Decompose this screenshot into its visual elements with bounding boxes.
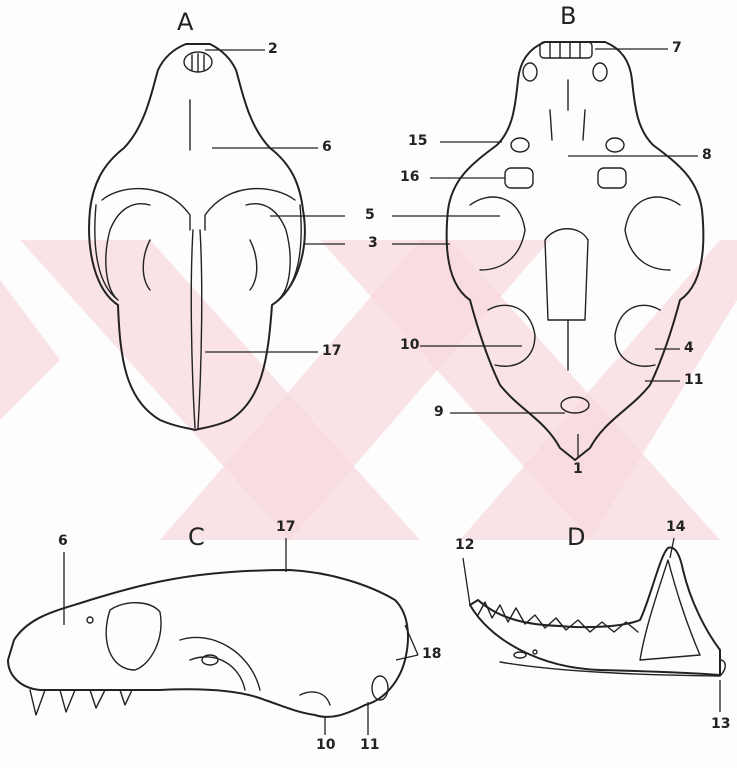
callout-b-7: 7 (672, 41, 682, 55)
panel-label-c: C (188, 525, 205, 549)
callout-c-18: 18 (422, 647, 441, 661)
callout-a-17: 17 (322, 344, 341, 358)
callout-d-14: 14 (666, 520, 685, 534)
callout-b-1: 1 (573, 462, 583, 476)
callout-c-6: 6 (58, 534, 68, 548)
callout-a-2: 2 (268, 42, 278, 56)
callout-d-12: 12 (455, 538, 474, 552)
callout-d-13: 13 (711, 717, 730, 731)
callout-b-4: 4 (684, 341, 694, 355)
callout-c-11: 11 (360, 738, 379, 752)
callout-b-11: 11 (684, 373, 703, 387)
callout-c-17: 17 (276, 520, 295, 534)
callout-b-9: 9 (434, 405, 444, 419)
mandible-view (470, 547, 725, 676)
callout-b-15: 15 (408, 134, 427, 148)
watermark (0, 240, 737, 540)
skull-lateral-view (8, 570, 408, 717)
callout-a-5: 5 (365, 208, 375, 222)
callout-b-10: 10 (400, 338, 419, 352)
callout-b-8: 8 (702, 148, 712, 162)
callout-a-3: 3 (368, 236, 378, 250)
callout-a-6: 6 (322, 140, 332, 154)
callout-b-16: 16 (400, 170, 419, 184)
panel-label-d: D (567, 525, 585, 549)
panel-label-b: B (560, 4, 576, 28)
panel-label-a: A (177, 10, 193, 34)
callout-c-10: 10 (316, 738, 335, 752)
